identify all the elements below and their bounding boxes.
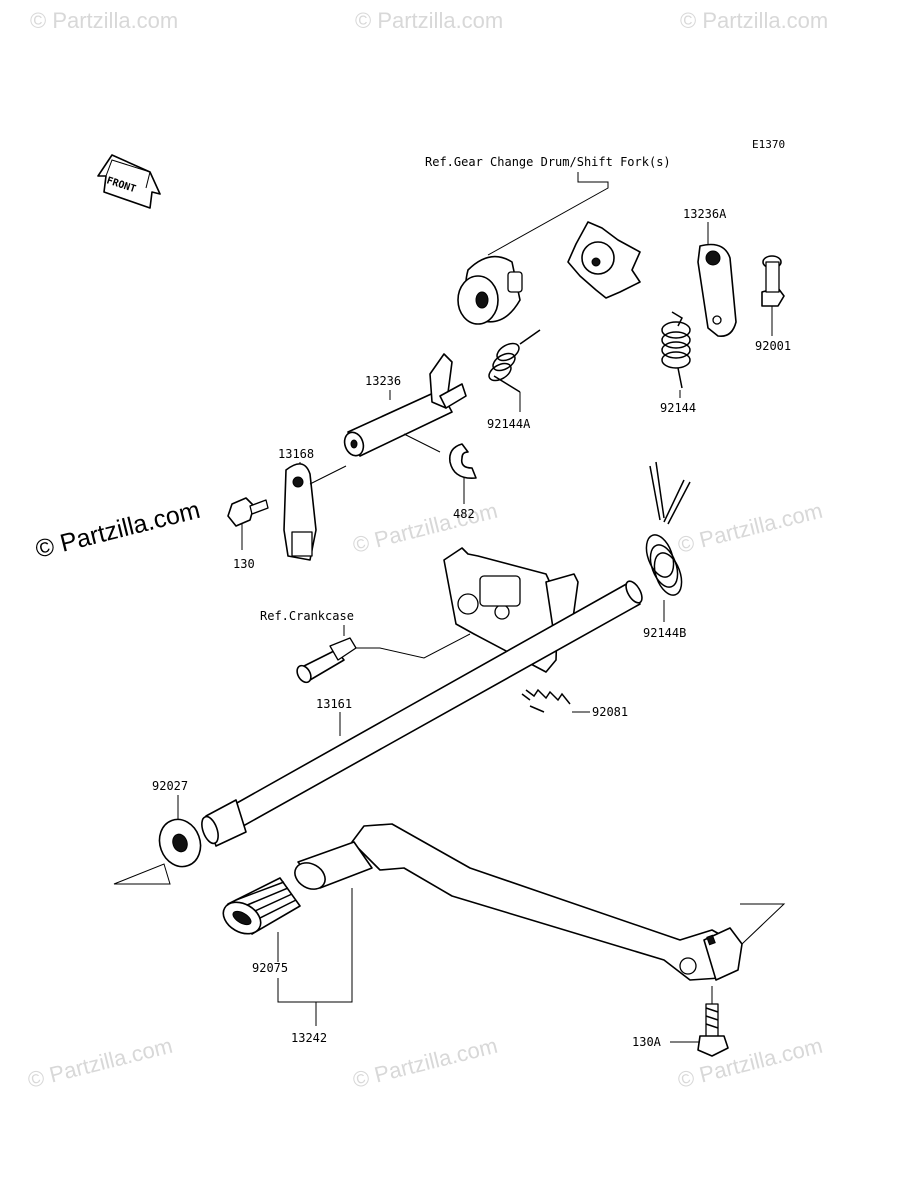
label-13242: 13242 (291, 1031, 327, 1045)
label-130A: 130A (632, 1035, 662, 1049)
part-92081 (521, 688, 571, 713)
part-92001 (761, 255, 785, 307)
label-92001: 92001 (755, 339, 791, 353)
label-92075: 92075 (252, 961, 288, 975)
label-92144B: 92144B (643, 626, 686, 640)
watermark: © Partzilla.com (25, 1033, 175, 1093)
ref-gear-change-label: Ref.Gear Change Drum/Shift Fork(s) (425, 155, 671, 169)
part-92144B (645, 461, 691, 596)
part-13242 (294, 823, 743, 981)
crankcase-pin (296, 637, 357, 684)
drum-star (567, 221, 641, 299)
part-482 (448, 443, 477, 479)
ref-crankcase-label: Ref.Crankcase (260, 609, 354, 623)
label-92144A: 92144A (487, 417, 531, 431)
part-13236A (697, 243, 737, 338)
watermark: © Partzilla.com (30, 8, 178, 33)
part-92075 (222, 877, 301, 935)
watermark: © Partzilla.com (675, 498, 825, 558)
part-92144 (661, 311, 691, 389)
front-arrow-icon: FRONT (97, 154, 161, 209)
watermark: © Partzilla.com (680, 8, 828, 33)
part-13236 (343, 353, 467, 457)
label-92027: 92027 (152, 779, 188, 793)
part-130 (227, 497, 269, 527)
part-130A (697, 1003, 729, 1057)
label-92144: 92144 (660, 401, 696, 415)
label-130: 130 (233, 557, 255, 571)
label-92081: 92081 (592, 705, 628, 719)
part-92144A (488, 329, 541, 393)
label-482: 482 (453, 507, 475, 521)
drum-cam (457, 255, 523, 325)
label-13168: 13168 (278, 447, 314, 461)
part-13161 (201, 580, 643, 847)
ref-gear-leader (487, 172, 609, 256)
watermark: © Partzilla.com (350, 1033, 500, 1093)
main-watermark: © Partzilla.com (33, 496, 203, 564)
part-92027 (158, 818, 202, 868)
watermark: © Partzilla.com (350, 498, 500, 558)
label-13236A: 13236A (683, 207, 727, 221)
diagram-code: E1370 (752, 138, 785, 151)
label-13161: 13161 (316, 697, 352, 711)
label-13236: 13236 (365, 374, 401, 388)
watermark: © Partzilla.com (355, 8, 503, 33)
part-13168 (283, 463, 317, 561)
